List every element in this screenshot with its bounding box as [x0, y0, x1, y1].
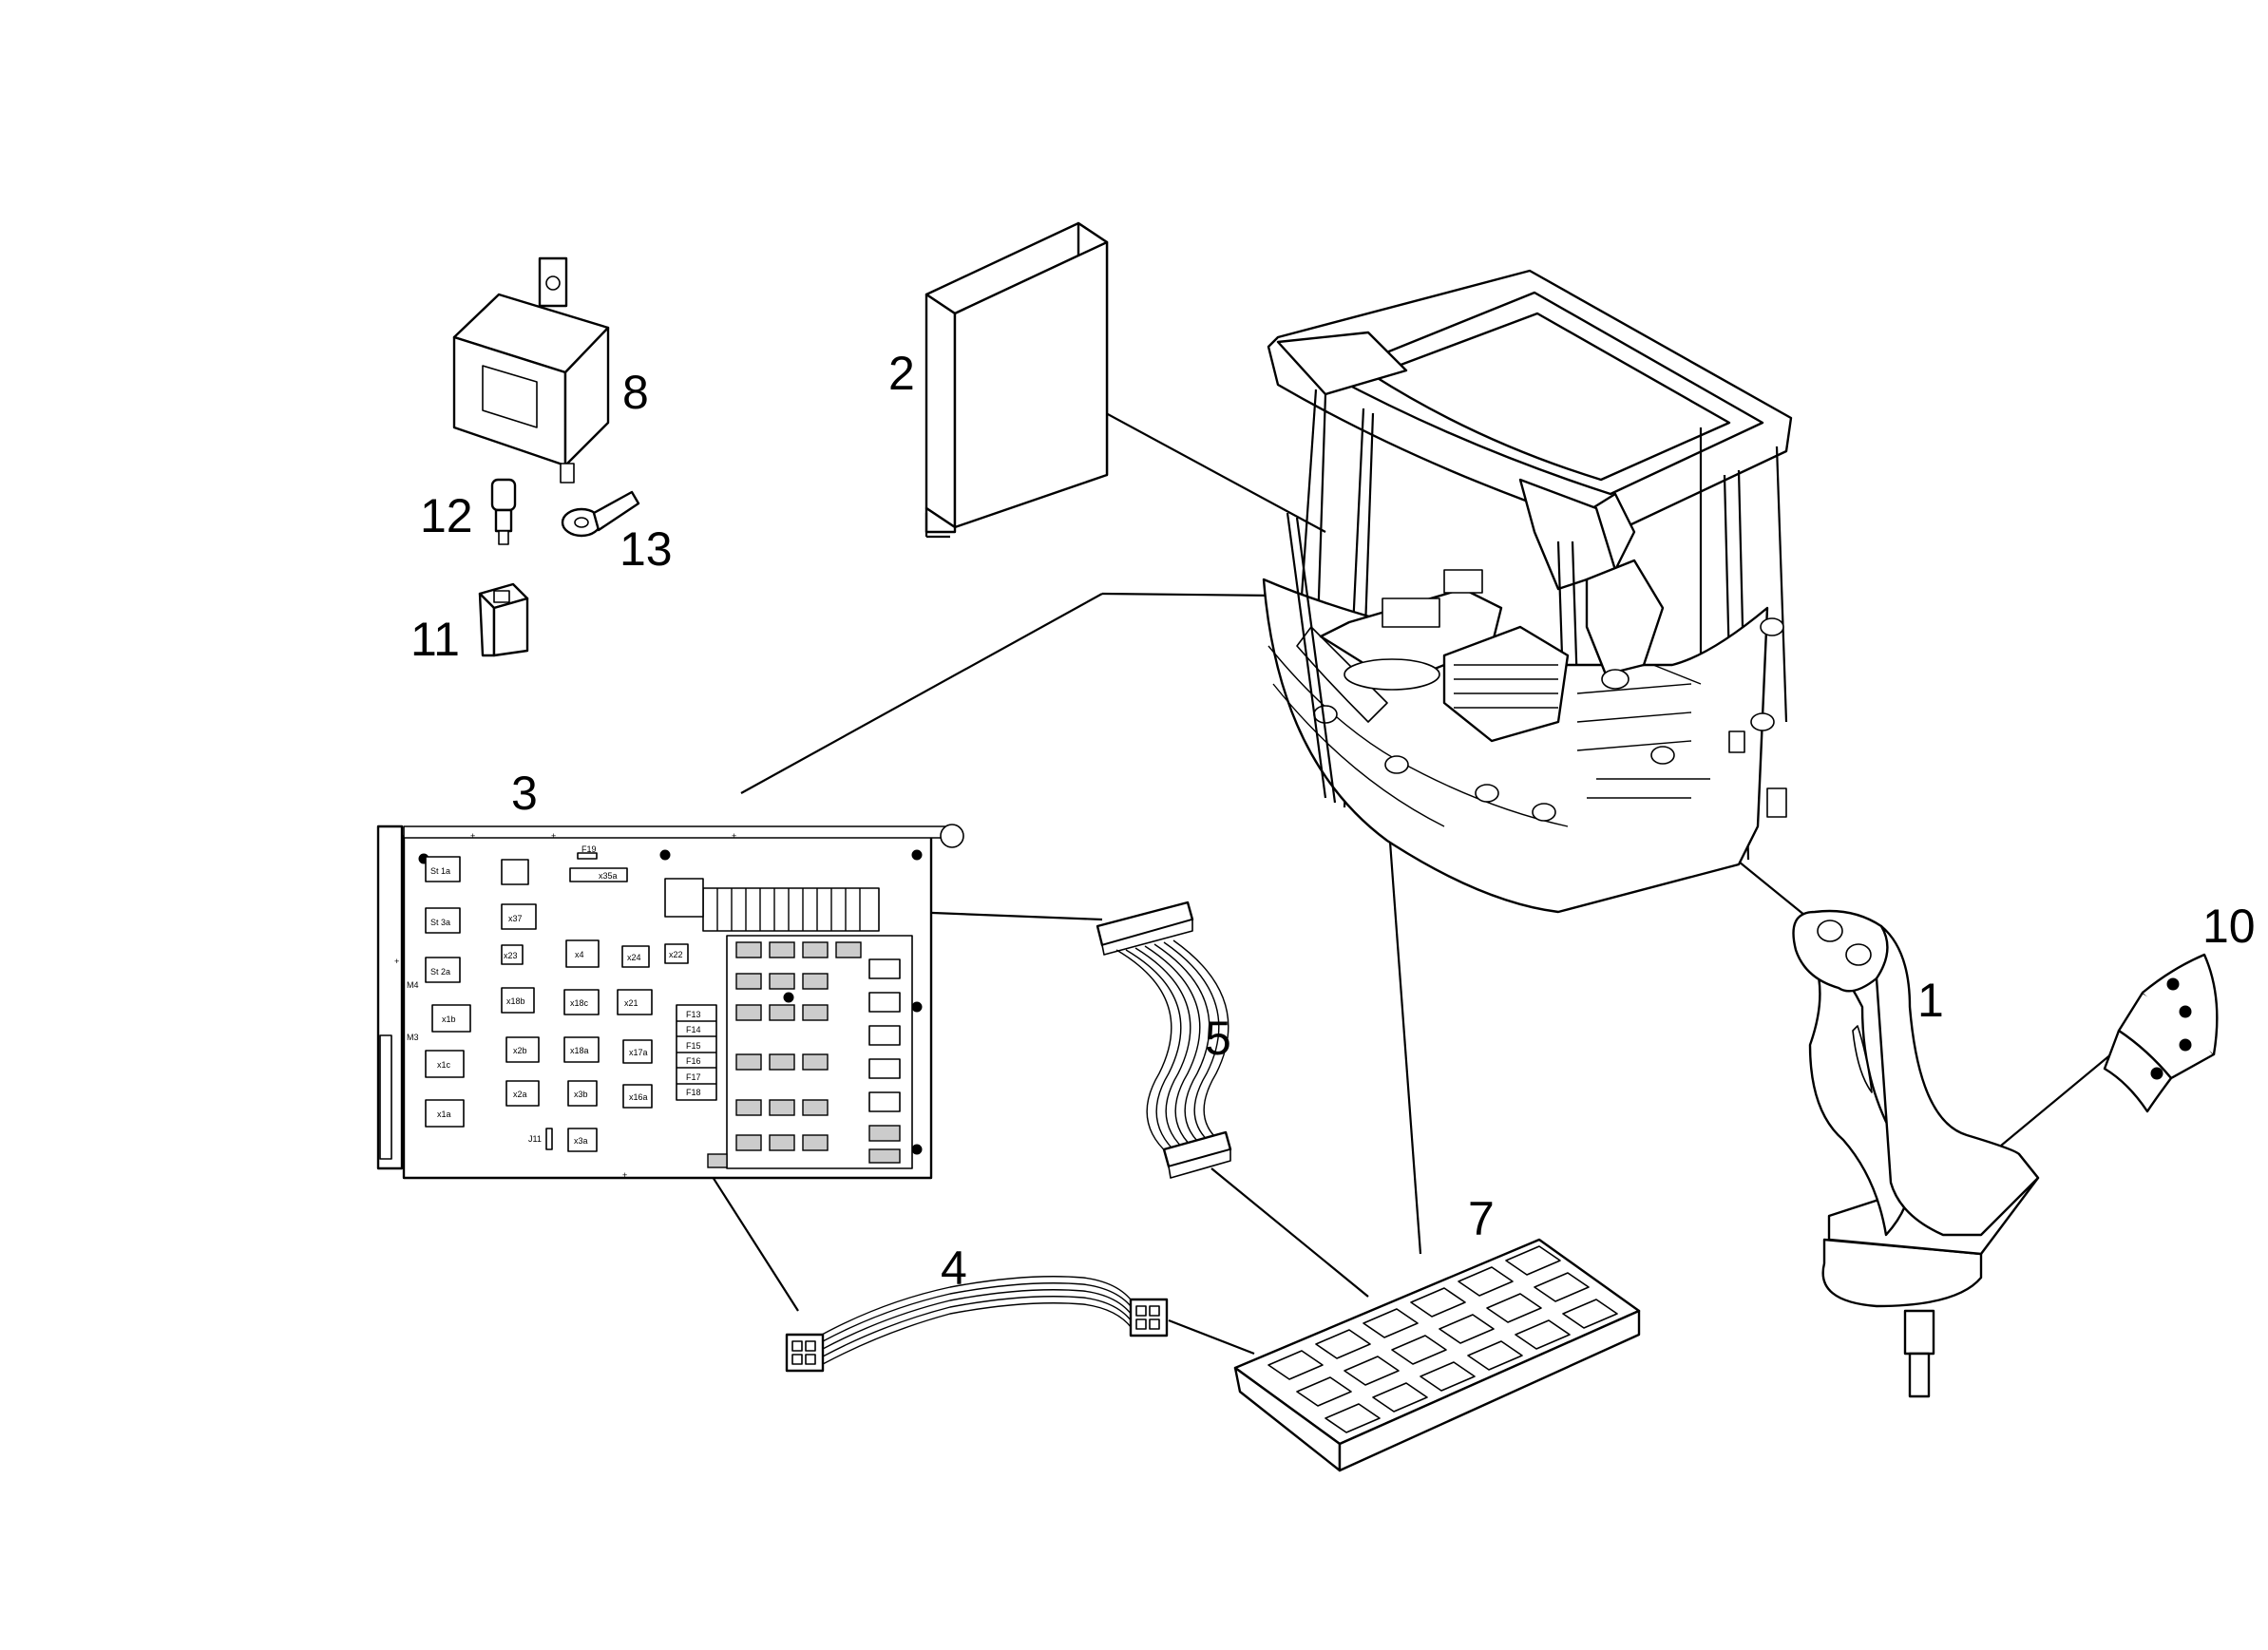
pcb-label-m3: M3 [407, 1033, 419, 1042]
pcb-label-f15: F15 [686, 1041, 701, 1051]
svg-text:+: + [622, 1170, 627, 1180]
pcb-label-x2a: x2a [513, 1090, 527, 1099]
pcb-label-m4: M4 [407, 980, 419, 990]
pcb-label-x2b: x2b [513, 1046, 527, 1055]
callout-13: 13 [619, 522, 673, 576]
pcb-label-x1a: x1a [437, 1109, 451, 1119]
pcb-label-f19: F19 [581, 844, 597, 854]
pcb-relay-matrix [707, 935, 913, 1169]
pcb-label-x17a: x17a [629, 1048, 648, 1057]
callout-2: 2 [888, 347, 915, 400]
part-3-pcb: + + + + + + St 1a St 3a St 2a x1b x1c x1… [376, 824, 964, 1180]
pcb-label-x22: x22 [669, 950, 683, 959]
part-5-ribbon [1096, 901, 1232, 1179]
part-12-terminal [490, 478, 517, 545]
callout-10: 8 [622, 366, 649, 419]
pcb-label-x18a: x18a [570, 1046, 589, 1055]
pcb-label-x37: x37 [508, 914, 523, 923]
callouts: 8 12 13 11 2 3 5 4 7 1 10 [410, 347, 2256, 1295]
keypad-keys [1267, 1245, 1618, 1433]
pcb-label-f18: F18 [686, 1088, 701, 1097]
pcb-label-x16a: x16a [629, 1092, 648, 1102]
part-11-plug [478, 582, 529, 657]
callout-7: 7 [1468, 1192, 1495, 1245]
pcb-label-f16: F16 [686, 1056, 701, 1066]
part-13-ring-terminal [561, 490, 640, 538]
svg-text:+: + [732, 831, 736, 841]
callout-11: 11 [410, 613, 460, 666]
pcb-label-x3a: x3a [574, 1136, 588, 1146]
pcb-label-x35a: x35a [599, 871, 618, 881]
part-7-keypad [1233, 1238, 1641, 1472]
pcb-label-x24: x24 [627, 953, 641, 962]
part-8-decal [2103, 953, 2219, 1113]
pcb-label-f13: F13 [686, 1010, 701, 1019]
part-10-relay [452, 256, 610, 484]
pcb-label-f14: F14 [686, 1025, 701, 1034]
callout-12: 12 [420, 489, 473, 542]
svg-text:+: + [470, 831, 475, 841]
pcb-label-st1a: St 1a [430, 866, 450, 876]
pcb-label-x3b: x3b [574, 1090, 588, 1099]
pcb-fuse-strip [664, 878, 880, 932]
part-2-cover [924, 221, 1109, 539]
pcb-label-st2a: St 2a [430, 967, 450, 977]
part-1-joystick [1792, 909, 2040, 1398]
pcb-label-x1b: x1b [442, 1015, 456, 1024]
part-4-harness [785, 1276, 1169, 1373]
pcb-fuse-block: F13 F14 F15 F16 F17 F18 [676, 1004, 717, 1101]
pcb-label-x18c: x18c [570, 998, 589, 1008]
pcb-label-x21: x21 [624, 998, 638, 1008]
callout-4: 4 [941, 1242, 967, 1295]
pcb-label-st3a: St 3a [430, 918, 450, 927]
pcb-relays: St 1a St 3a St 2a x1b x1c x1a x37 x23 x1… [407, 844, 689, 1152]
pcb-label-x1c: x1c [437, 1060, 451, 1070]
callout-8: 10 [2202, 900, 2256, 953]
callout-5: 5 [1205, 1012, 1231, 1065]
svg-text:+: + [551, 831, 556, 841]
pcb-label-x4: x4 [575, 950, 584, 959]
pcb-label-f17: F17 [686, 1072, 701, 1082]
svg-text:+: + [394, 957, 399, 966]
pcb-label-x18b: x18b [506, 996, 525, 1006]
pcb-label-j11: J11 [528, 1134, 542, 1144]
cab [1262, 269, 1793, 914]
callout-1: 1 [1917, 974, 1944, 1027]
pcb-label-x23: x23 [504, 951, 518, 960]
callout-3: 3 [511, 767, 538, 820]
